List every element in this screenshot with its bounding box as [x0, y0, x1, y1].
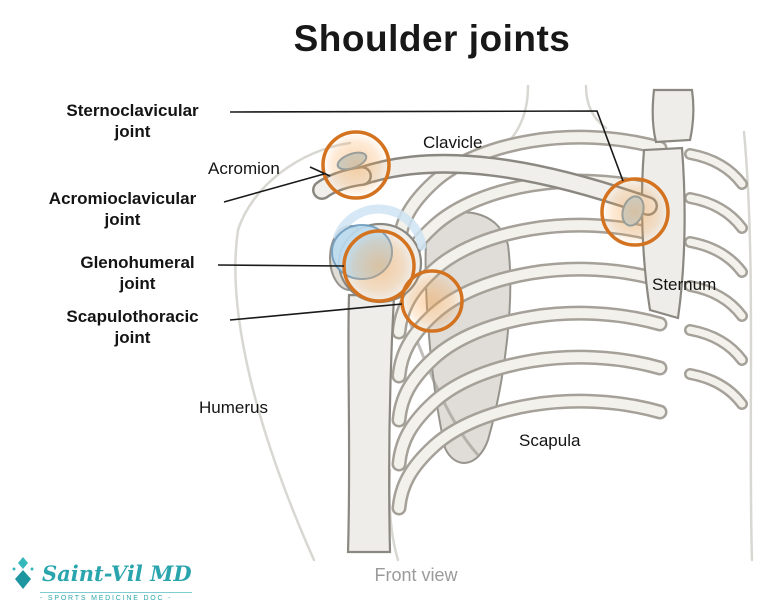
label-text: Scapulothoracic [66, 307, 199, 326]
sternoclavicular-joint-marker [602, 179, 668, 245]
label-text: joint [119, 274, 156, 293]
caption-front-view: Front view [374, 565, 458, 585]
label-text: Acromioclavicular [48, 189, 197, 208]
scapulothoracic-joint-marker [402, 271, 462, 331]
label-text: Glenohumeral [80, 253, 195, 272]
logo-icon [12, 557, 34, 589]
label-text: joint [114, 122, 151, 141]
brand-logo: Saint-Vil MD - Sports Medicine Doc - [10, 556, 200, 602]
label-acromioclavicular-joint: Acromioclavicular joint [25, 188, 220, 230]
label-text: joint [104, 210, 141, 229]
acromioclavicular-joint-marker [323, 132, 389, 198]
label-acromion: Acromion [208, 159, 280, 178]
label-glenohumeral-joint: Glenohumeral joint [60, 252, 215, 294]
logo-name: Saint-Vil MD [42, 560, 192, 586]
label-sternum: Sternum [652, 275, 717, 294]
logo-tagline: - Sports Medicine Doc - [40, 595, 173, 602]
glenohumeral-joint-marker [344, 231, 414, 301]
body-outline [234, 84, 754, 562]
page-title: Shoulder joints [293, 18, 571, 59]
leader-lines [217, 110, 624, 321]
label-scapulothoracic-joint: Scapulothoracic joint [40, 306, 225, 348]
logo-divider [40, 592, 192, 593]
label-scapula: Scapula [519, 431, 581, 450]
joint-highlight-circles [321, 130, 670, 333]
label-text: Sternoclavicular [66, 101, 199, 120]
label-clavicle: Clavicle [423, 133, 483, 152]
label-text: joint [114, 328, 151, 347]
label-humerus: Humerus [199, 398, 268, 417]
label-sternoclavicular-joint: Sternoclavicular joint [40, 100, 225, 142]
